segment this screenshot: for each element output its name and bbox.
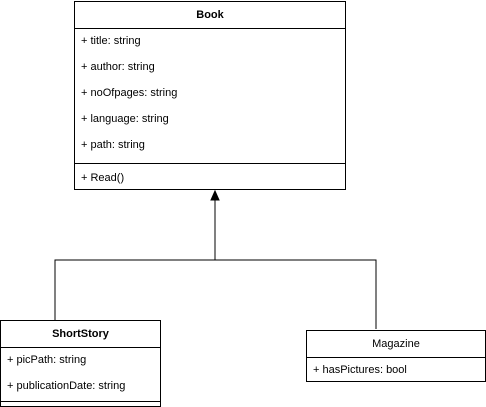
class-shortstory[interactable]: ShortStory + picPath: string + publicati… xyxy=(0,320,161,407)
book-attribute-noofpages: + noOfpages: string xyxy=(81,87,178,99)
book-attribute-path: + path: string xyxy=(81,139,145,151)
inheritance-arrowhead xyxy=(210,189,220,201)
class-book-name: Book xyxy=(196,9,224,21)
class-shortstory-methods-divider xyxy=(1,401,160,402)
class-book-methods-divider xyxy=(75,163,345,164)
shortstory-attribute-picpath: + picPath: string xyxy=(7,354,87,366)
book-attribute-language: + language: string xyxy=(81,113,169,125)
class-shortstory-name: ShortStory xyxy=(52,328,109,340)
class-shortstory-header-divider xyxy=(1,347,160,348)
class-book-header-divider xyxy=(75,28,345,29)
inheritance-edge-magazine xyxy=(215,259,377,329)
book-attribute-author: + author: string xyxy=(81,61,155,73)
shortstory-attribute-publicationdate: + publicationDate: string xyxy=(7,380,126,392)
class-magazine-header-divider xyxy=(307,357,485,358)
class-magazine-name: Magazine xyxy=(372,338,420,350)
class-magazine[interactable]: Magazine + hasPictures: bool xyxy=(306,330,486,382)
book-method-read: + Read() xyxy=(81,172,125,184)
book-attribute-title: + title: string xyxy=(81,35,141,47)
class-book[interactable]: Book + title: string + author: string + … xyxy=(74,1,346,190)
magazine-attribute-haspictures: + hasPictures: bool xyxy=(313,364,407,376)
inheritance-edge-shortstory xyxy=(54,199,216,320)
